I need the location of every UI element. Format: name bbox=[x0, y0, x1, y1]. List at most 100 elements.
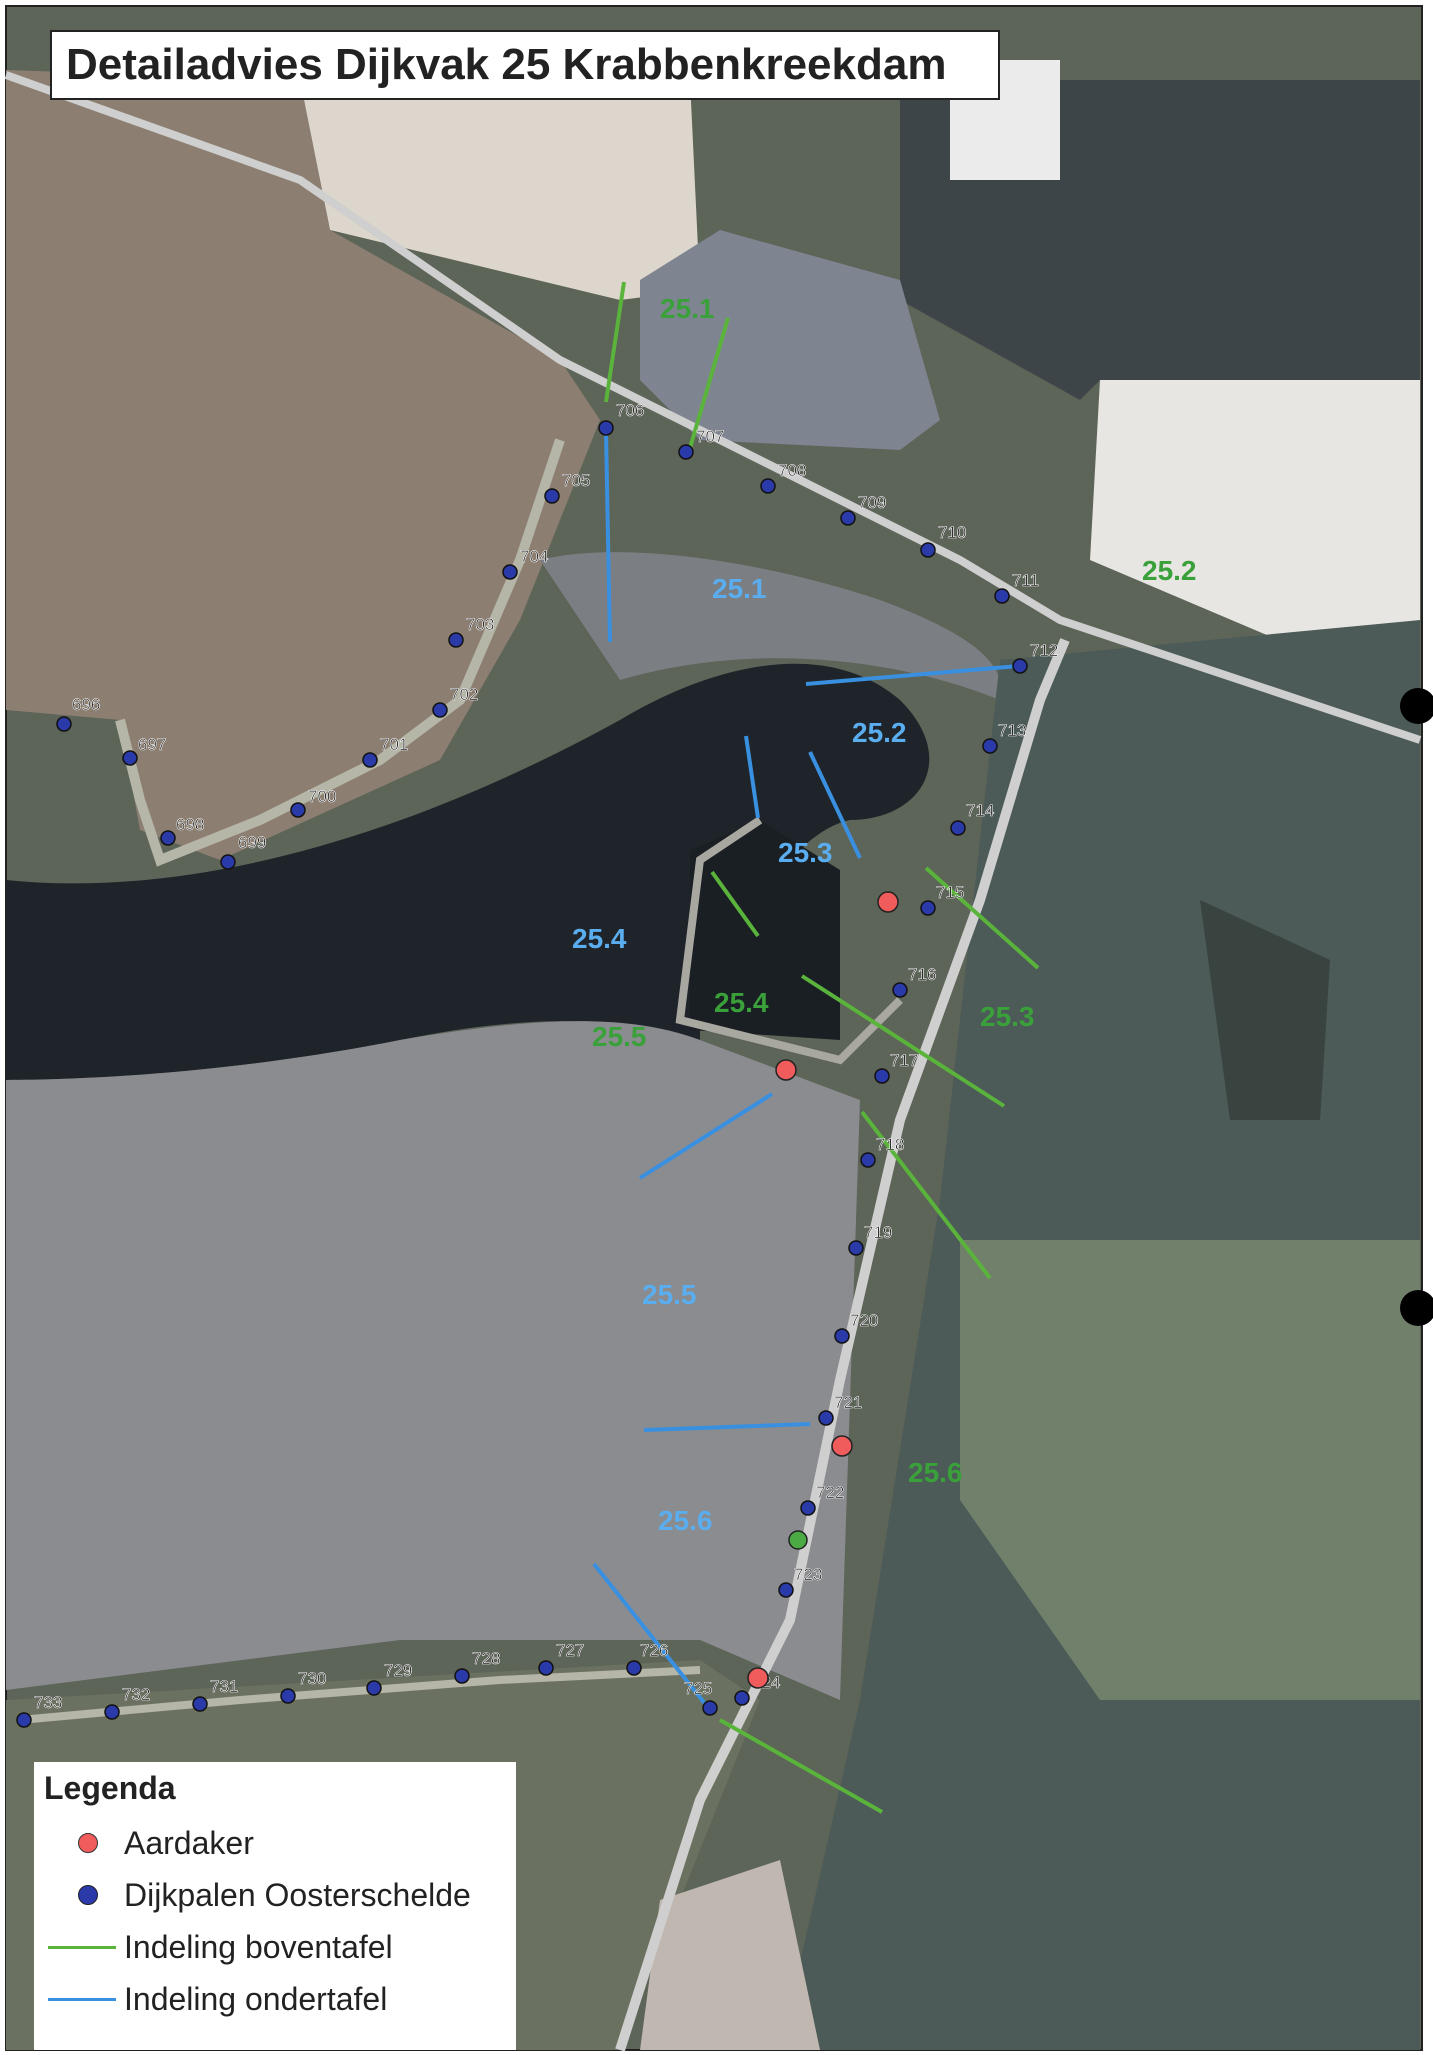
boventafel-section-label: 25.1 bbox=[660, 293, 715, 324]
boventafel-line bbox=[924, 866, 1040, 970]
dijkpaal-marker[interactable] bbox=[220, 854, 236, 870]
dijkpaal-marker[interactable] bbox=[818, 1410, 834, 1426]
dijkpaal-marker[interactable] bbox=[678, 444, 694, 460]
dijkpaal-label: 727 bbox=[556, 1641, 584, 1660]
dijkpaal-label: 696 bbox=[72, 695, 100, 714]
dijkpaal-marker[interactable] bbox=[834, 1328, 850, 1344]
dijkpaal-label: 702 bbox=[450, 685, 478, 704]
dijkpaal-marker[interactable] bbox=[122, 750, 138, 766]
dijkpaal-label: 722 bbox=[816, 1483, 844, 1502]
dijkpaal-marker[interactable] bbox=[760, 478, 776, 494]
legend-item-boventafel: Indeling boventafel bbox=[44, 1921, 506, 1973]
dijkpaal-marker[interactable] bbox=[892, 982, 908, 998]
dijkpaal-marker[interactable] bbox=[544, 488, 560, 504]
dijkpaal-marker[interactable] bbox=[920, 542, 936, 558]
boventafel-section-label: 25.3 bbox=[980, 1001, 1035, 1032]
dijkpaal-label: 714 bbox=[966, 801, 994, 820]
legend-label: Dijkpalen Oosterschelde bbox=[124, 1876, 471, 1913]
ondertafel-line bbox=[808, 751, 862, 859]
dijkpaal-marker[interactable] bbox=[56, 716, 72, 732]
dijkpaal-marker[interactable] bbox=[538, 1660, 554, 1676]
dijkpaal-label: 719 bbox=[864, 1223, 892, 1242]
legend-label: Indeling ondertafel bbox=[124, 1980, 388, 2017]
dijkpaal-marker[interactable] bbox=[778, 1582, 794, 1598]
dijkpaal-marker[interactable] bbox=[290, 802, 306, 818]
dijkpaal-label: 704 bbox=[520, 547, 548, 566]
dijkpaal-marker[interactable] bbox=[598, 420, 614, 436]
tidal-flats bbox=[6, 1021, 860, 1700]
legend: Legenda Aardaker Dijkpalen Oosterschelde… bbox=[34, 1762, 516, 2050]
boventafel-line bbox=[710, 870, 760, 938]
dijkpaal-marker[interactable] bbox=[1012, 658, 1028, 674]
dijkpaal-marker[interactable] bbox=[280, 1688, 296, 1704]
dijkpaal-marker[interactable] bbox=[950, 820, 966, 836]
dijkpaal-marker[interactable] bbox=[448, 632, 464, 648]
dijkpaal-marker[interactable] bbox=[104, 1704, 120, 1720]
red-dot-icon bbox=[78, 1833, 98, 1853]
dijkpaal-label: 705 bbox=[562, 471, 590, 490]
dijkpaal-marker[interactable] bbox=[16, 1712, 32, 1728]
dijkpaal-marker[interactable] bbox=[454, 1668, 470, 1684]
dijkpaal-label: 723 bbox=[794, 1565, 822, 1584]
boventafel-line bbox=[688, 317, 730, 449]
dijkpaal-label: 732 bbox=[122, 1685, 150, 1704]
industrial-area bbox=[640, 230, 940, 450]
south-field bbox=[640, 1860, 820, 2050]
boventafel-section-label: 25.6 bbox=[908, 1457, 963, 1488]
dijkpaal-marker[interactable] bbox=[366, 1680, 382, 1696]
dijkpaal-label: 731 bbox=[210, 1677, 238, 1696]
dijkpaal-marker[interactable] bbox=[848, 1240, 864, 1256]
dijkpaal-label: 710 bbox=[938, 523, 966, 542]
ondertafel-section-label: 25.1 bbox=[712, 573, 767, 604]
dijkpaal-label: 716 bbox=[908, 965, 936, 984]
aardaker-marker[interactable] bbox=[877, 891, 899, 913]
dijkpaal-label: 698 bbox=[176, 815, 204, 834]
legend-item-ondertafel: Indeling ondertafel bbox=[44, 1973, 506, 2025]
dijkpaal-marker[interactable] bbox=[800, 1500, 816, 1516]
farmland-top-right bbox=[1090, 380, 1420, 700]
dijkpaal-label: 697 bbox=[138, 735, 166, 754]
basin-water bbox=[690, 820, 840, 1040]
boventafel-section-label: 25.2 bbox=[1142, 555, 1197, 586]
blue-dot-icon bbox=[78, 1885, 98, 1905]
section-labels: 25.125.225.325.425.525.625.125.225.325.4… bbox=[572, 293, 1197, 1536]
dijkpaal-label: 712 bbox=[1030, 641, 1058, 660]
aardaker-marker[interactable] bbox=[747, 1667, 769, 1689]
dijkpaal-marker[interactable] bbox=[920, 900, 936, 916]
dijkpaal-label: 711 bbox=[1012, 571, 1039, 590]
map-title: Detailadvies Dijkvak 25 Krabbenkreekdam bbox=[50, 30, 1000, 100]
boventafel-line bbox=[800, 974, 1006, 1108]
aardaker-marker[interactable] bbox=[831, 1435, 853, 1457]
dijkpaal-marker[interactable] bbox=[160, 830, 176, 846]
basin-dike bbox=[675, 816, 903, 1065]
green-marker[interactable] bbox=[788, 1530, 808, 1550]
dijkpaal-marker[interactable] bbox=[860, 1152, 876, 1168]
dijkpaal-marker[interactable] bbox=[994, 588, 1010, 604]
dijkpaal-marker[interactable] bbox=[192, 1696, 208, 1712]
ondertafel-line bbox=[592, 1562, 712, 1712]
dijkpaal-marker[interactable] bbox=[840, 510, 856, 526]
dijkpaal-marker[interactable] bbox=[702, 1700, 718, 1716]
dijkpaal-label: 726 bbox=[640, 1641, 668, 1660]
dijkpaal-marker[interactable] bbox=[502, 564, 518, 580]
dijkpaal-label: 725 bbox=[684, 1679, 712, 1698]
dijkpaal-label: 700 bbox=[308, 787, 336, 806]
dijkpaal-label: 718 bbox=[876, 1135, 904, 1154]
dijkpaal-marker[interactable] bbox=[734, 1690, 750, 1706]
dijkpaal-label: 733 bbox=[34, 1693, 62, 1712]
dijkpaal-label: 729 bbox=[384, 1661, 412, 1680]
dijkpaal-marker[interactable] bbox=[626, 1660, 642, 1676]
dijkpaal-marker[interactable] bbox=[874, 1068, 890, 1084]
dijkpaal-label: 713 bbox=[998, 721, 1026, 740]
ondertafel-line bbox=[604, 431, 612, 643]
aardaker-marker[interactable] bbox=[775, 1059, 797, 1081]
ondertafel-section-label: 25.3 bbox=[778, 837, 833, 868]
dijkpaal-label: 703 bbox=[466, 615, 494, 634]
dijkpaal-label: 708 bbox=[778, 461, 806, 480]
dijkpaal-marker[interactable] bbox=[432, 702, 448, 718]
dijkpaal-marker[interactable] bbox=[362, 752, 378, 768]
dijkpaal-marker[interactable] bbox=[982, 738, 998, 754]
boventafel-line bbox=[719, 1718, 883, 1814]
ondertafel-line bbox=[638, 1092, 774, 1180]
